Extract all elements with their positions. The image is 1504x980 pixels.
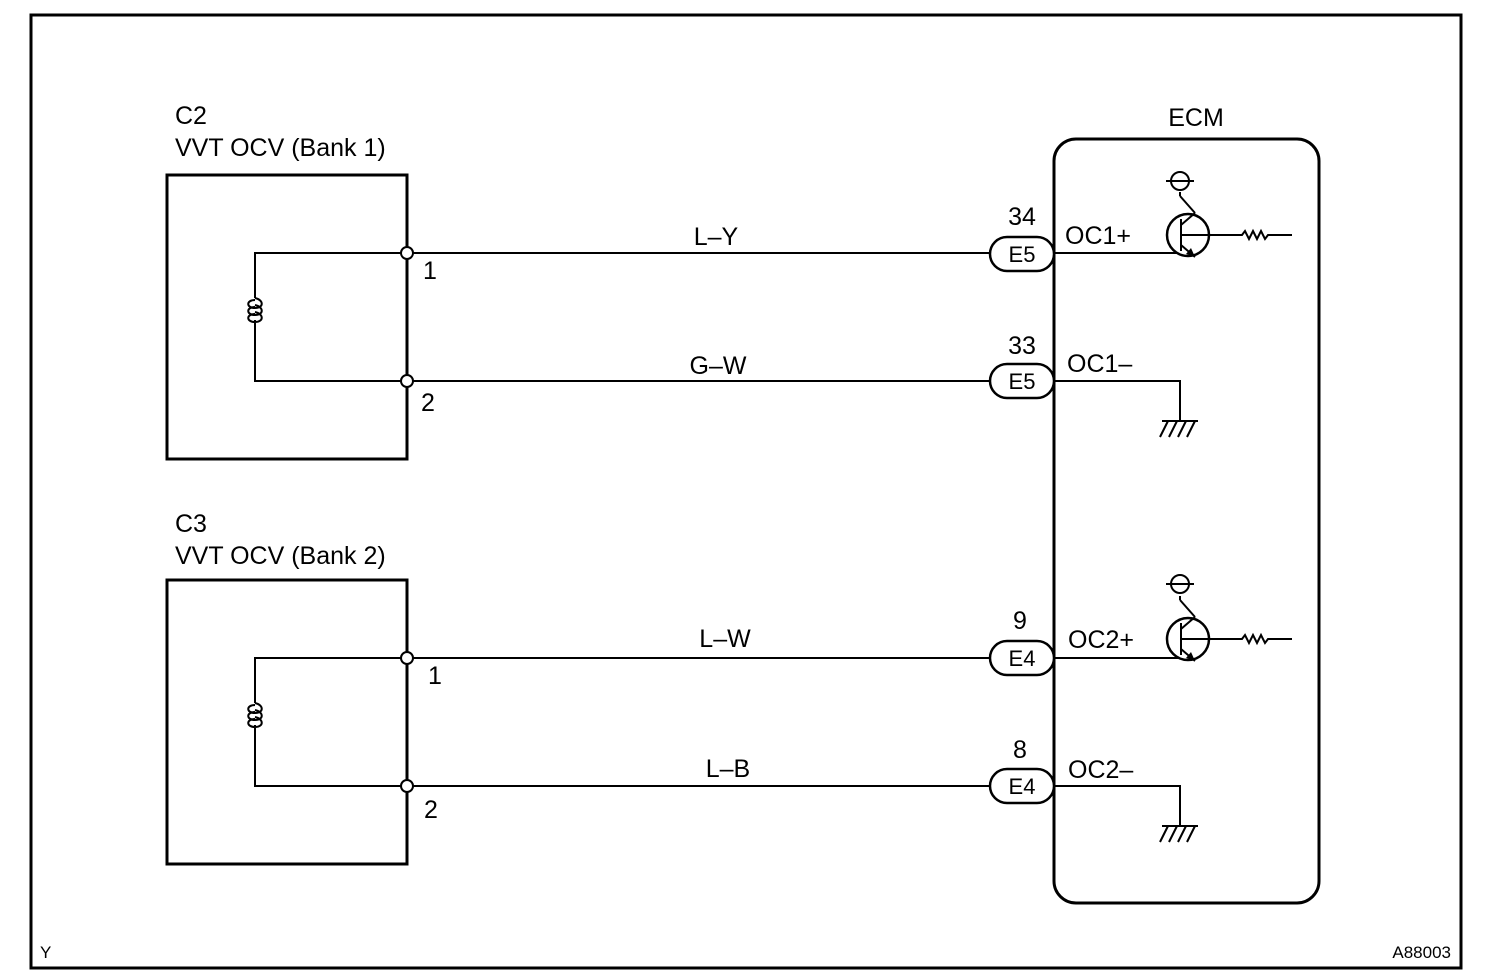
ecm-pin-number: 8: [1013, 736, 1027, 764]
connector-e5-pin33: 33 E5: [988, 332, 1056, 400]
connector-label: E4: [1009, 774, 1036, 799]
power-supply-icon: [1166, 171, 1194, 191]
wire-l-y: L–Y: [413, 223, 990, 254]
ecm-pin-number: 33: [1008, 332, 1036, 360]
component-c2-coil-wire: [254, 252, 407, 382]
wire-l-w: L–W: [413, 625, 990, 659]
ecm-label: ECM: [1168, 104, 1224, 132]
resistor-icon: [1209, 632, 1292, 646]
ecm: ECM: [1052, 104, 1321, 905]
power-supply-icon: [1166, 574, 1194, 594]
component-c2-name: VVT OCV (Bank 1): [175, 134, 386, 162]
c3-pin2-terminal: [400, 779, 414, 793]
resistor-icon: [1209, 228, 1292, 242]
oc2-minus-circuit: OC2–: [1054, 756, 1198, 843]
component-c2: C2 VVT OCV (Bank 1) 1 2: [165, 102, 437, 461]
connector-e5-pin34: 34 E5: [988, 203, 1056, 273]
transistor-icon: [1165, 616, 1211, 662]
wire-color-label: G–W: [690, 352, 747, 380]
oc1-minus-circuit: OC1–: [1054, 350, 1198, 438]
component-c2-box: [165, 173, 409, 461]
connector-label: E4: [1009, 646, 1036, 671]
c3-pin1-number: 1: [428, 662, 442, 690]
component-c3-code: C3: [175, 510, 207, 538]
wire-color-label: L–Y: [694, 223, 739, 251]
component-c3-box: [165, 578, 409, 866]
wire-color-label: L–W: [699, 625, 751, 653]
c2-pin2-number: 2: [421, 389, 435, 417]
transistor-icon: [1165, 212, 1211, 258]
c3-pin1-terminal: [400, 651, 414, 665]
oc2-plus-circuit: OC2+: [1054, 574, 1292, 662]
wire-l-b: L–B: [413, 755, 990, 787]
c2-pin1-number: 1: [423, 257, 437, 285]
connector-e4-pin8: 8 E4: [988, 736, 1056, 805]
component-c3: C3 VVT OCV (Bank 2) 1 2: [165, 510, 442, 866]
connector-label: E5: [1009, 242, 1036, 267]
component-c3-coil-icon: [246, 702, 264, 733]
figure-id: A88003: [1392, 943, 1451, 962]
ecm-pin-number: 9: [1013, 607, 1027, 635]
signal-label: OC2–: [1068, 756, 1133, 784]
component-c2-code: C2: [175, 102, 207, 130]
c2-pin2-terminal: [400, 374, 414, 388]
ecm-box: [1052, 137, 1321, 905]
ground-icon: [1159, 825, 1198, 843]
signal-label: OC1+: [1065, 222, 1131, 250]
ecm-pin-number: 34: [1008, 203, 1036, 231]
corner-mark: Y: [40, 943, 51, 962]
wire-color-label: L–B: [706, 755, 750, 783]
c3-pin2-number: 2: [424, 796, 438, 824]
wire-g-w: G–W: [413, 352, 990, 382]
outer-frame: [29, 13, 1463, 970]
c2-pin1-terminal: [400, 246, 414, 260]
connector-label: E5: [1009, 369, 1036, 394]
signal-label: OC2+: [1068, 626, 1134, 654]
component-c3-coil-wire: [254, 657, 407, 787]
component-c3-name: VVT OCV (Bank 2): [175, 542, 386, 570]
signal-label: OC1–: [1067, 350, 1132, 378]
component-c2-coil-icon: [246, 297, 264, 328]
oc1-plus-circuit: OC1+: [1054, 171, 1292, 258]
ground-icon: [1159, 420, 1198, 438]
connector-e4-pin9: 9 E4: [988, 607, 1056, 677]
